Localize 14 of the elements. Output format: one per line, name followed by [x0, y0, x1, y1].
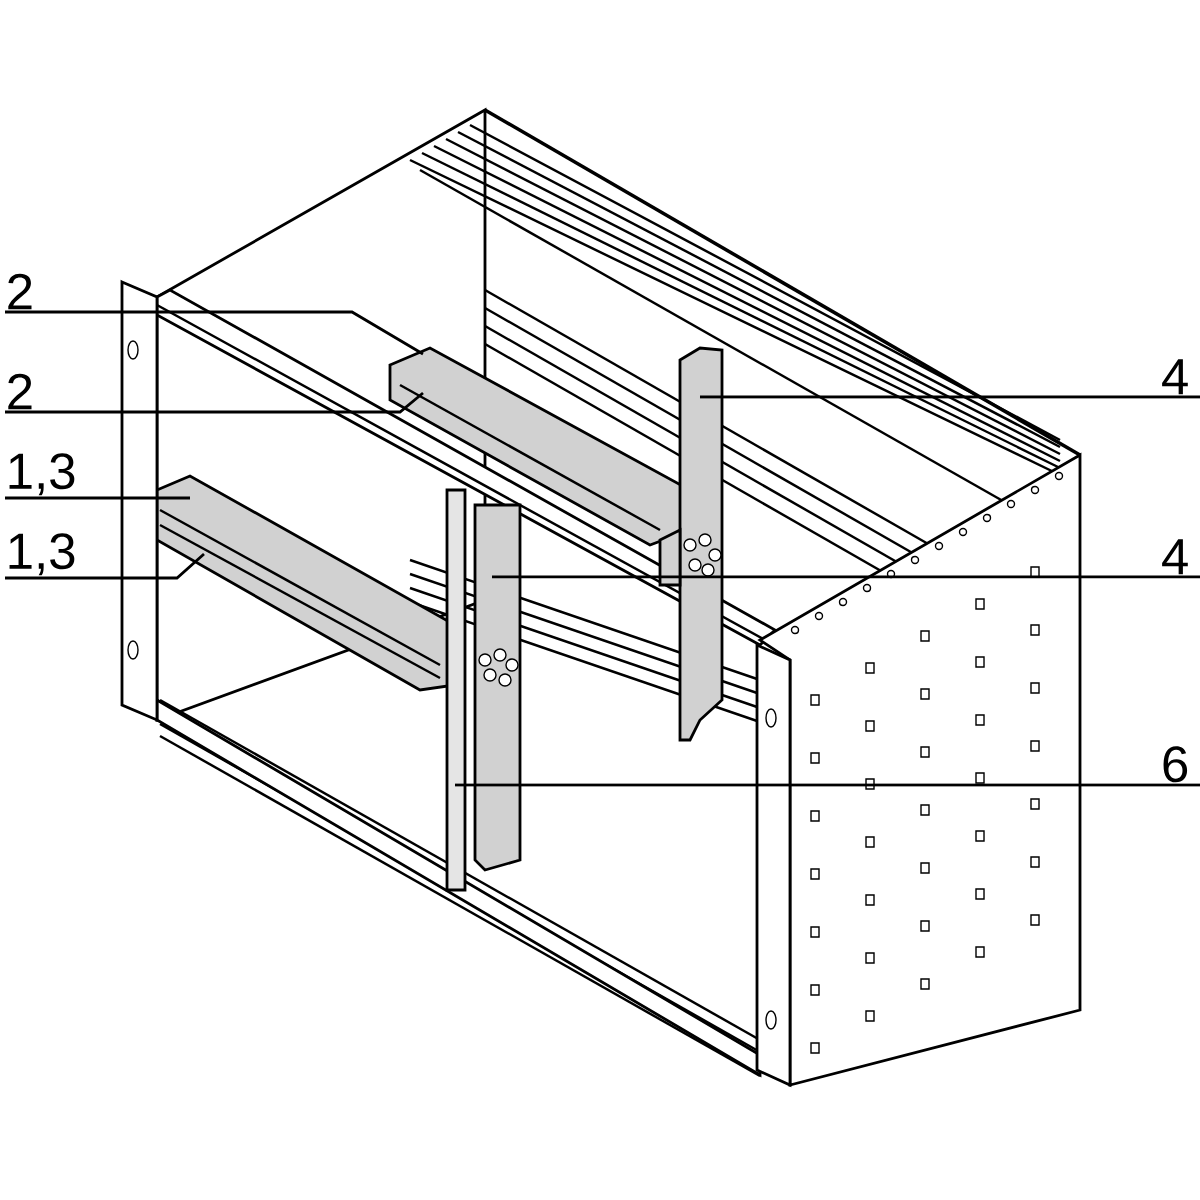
- leader-line: [492, 575, 1200, 579]
- callout-number: 2: [8, 373, 32, 410]
- leader-line: [700, 395, 1200, 399]
- callout-number: 2: [8, 273, 32, 310]
- callout-number: 4: [1162, 539, 1188, 575]
- leader-line: [5, 310, 424, 356]
- leader-line: [455, 783, 1200, 787]
- callout-number: 1,3: [9, 453, 75, 496]
- callout-number: 6: [1163, 746, 1188, 783]
- callout-number: 4: [1162, 359, 1188, 395]
- leader-line: [5, 496, 190, 500]
- callout-number: 1,3: [9, 533, 75, 576]
- leader-line: [5, 552, 205, 580]
- leader-line: [5, 391, 424, 414]
